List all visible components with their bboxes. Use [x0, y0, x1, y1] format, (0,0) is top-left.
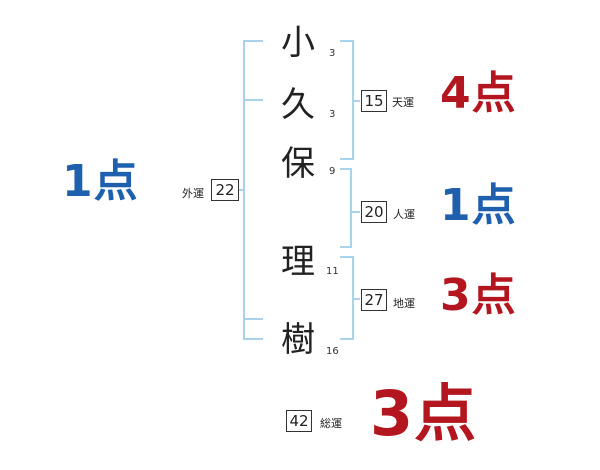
chiun-bracket-top	[340, 256, 354, 258]
gaiun-bracket-tick	[243, 99, 263, 101]
stroke-count-1: 3	[329, 48, 336, 59]
tenun-bracket-connector	[352, 100, 360, 102]
gaiun-bracket-vertical	[243, 40, 245, 340]
gaiun-bracket-tick	[243, 318, 263, 320]
chiun-bracket-connector	[352, 298, 360, 300]
chiun-number: 27	[361, 289, 387, 311]
name-char-3: 保	[281, 144, 315, 184]
name-char-1: 小	[281, 23, 315, 63]
gaiun-score: 1点	[62, 156, 139, 207]
name-char-2: 久	[281, 85, 315, 125]
stroke-count-4: 11	[326, 266, 339, 277]
stroke-count-5: 16	[326, 346, 339, 357]
jinun-score: 1点	[440, 180, 517, 231]
gaiun-label: 外運	[182, 187, 204, 200]
souun-number: 42	[286, 410, 312, 432]
gaiun-bracket-top	[243, 40, 263, 42]
gaiun-bracket-bottom	[243, 338, 263, 340]
souun-label: 総運	[320, 417, 342, 430]
name-char-5: 樹	[281, 320, 315, 360]
tenun-number: 15	[361, 90, 387, 112]
tenun-label: 天運	[392, 96, 414, 109]
stroke-count-3: 9	[329, 166, 336, 177]
jinun-number: 20	[361, 201, 387, 223]
jinun-bracket-vertical	[350, 168, 352, 248]
jinun-bracket-bottom	[340, 246, 352, 248]
gaiun-number: 22	[211, 179, 239, 201]
name-char-4: 理	[281, 242, 315, 282]
tenun-bracket-bottom	[340, 158, 354, 160]
tenun-score: 4点	[440, 68, 517, 119]
souun-score: 3点	[370, 377, 478, 450]
jinun-bracket-top	[340, 168, 352, 170]
chiun-score: 3点	[440, 270, 517, 321]
chiun-bracket-bottom	[340, 338, 354, 340]
jinun-label: 人運	[393, 208, 415, 221]
stroke-count-2: 3	[329, 109, 336, 120]
tenun-bracket-top	[340, 40, 354, 42]
chiun-label: 地運	[393, 297, 415, 310]
jinun-bracket-connector	[350, 211, 360, 213]
